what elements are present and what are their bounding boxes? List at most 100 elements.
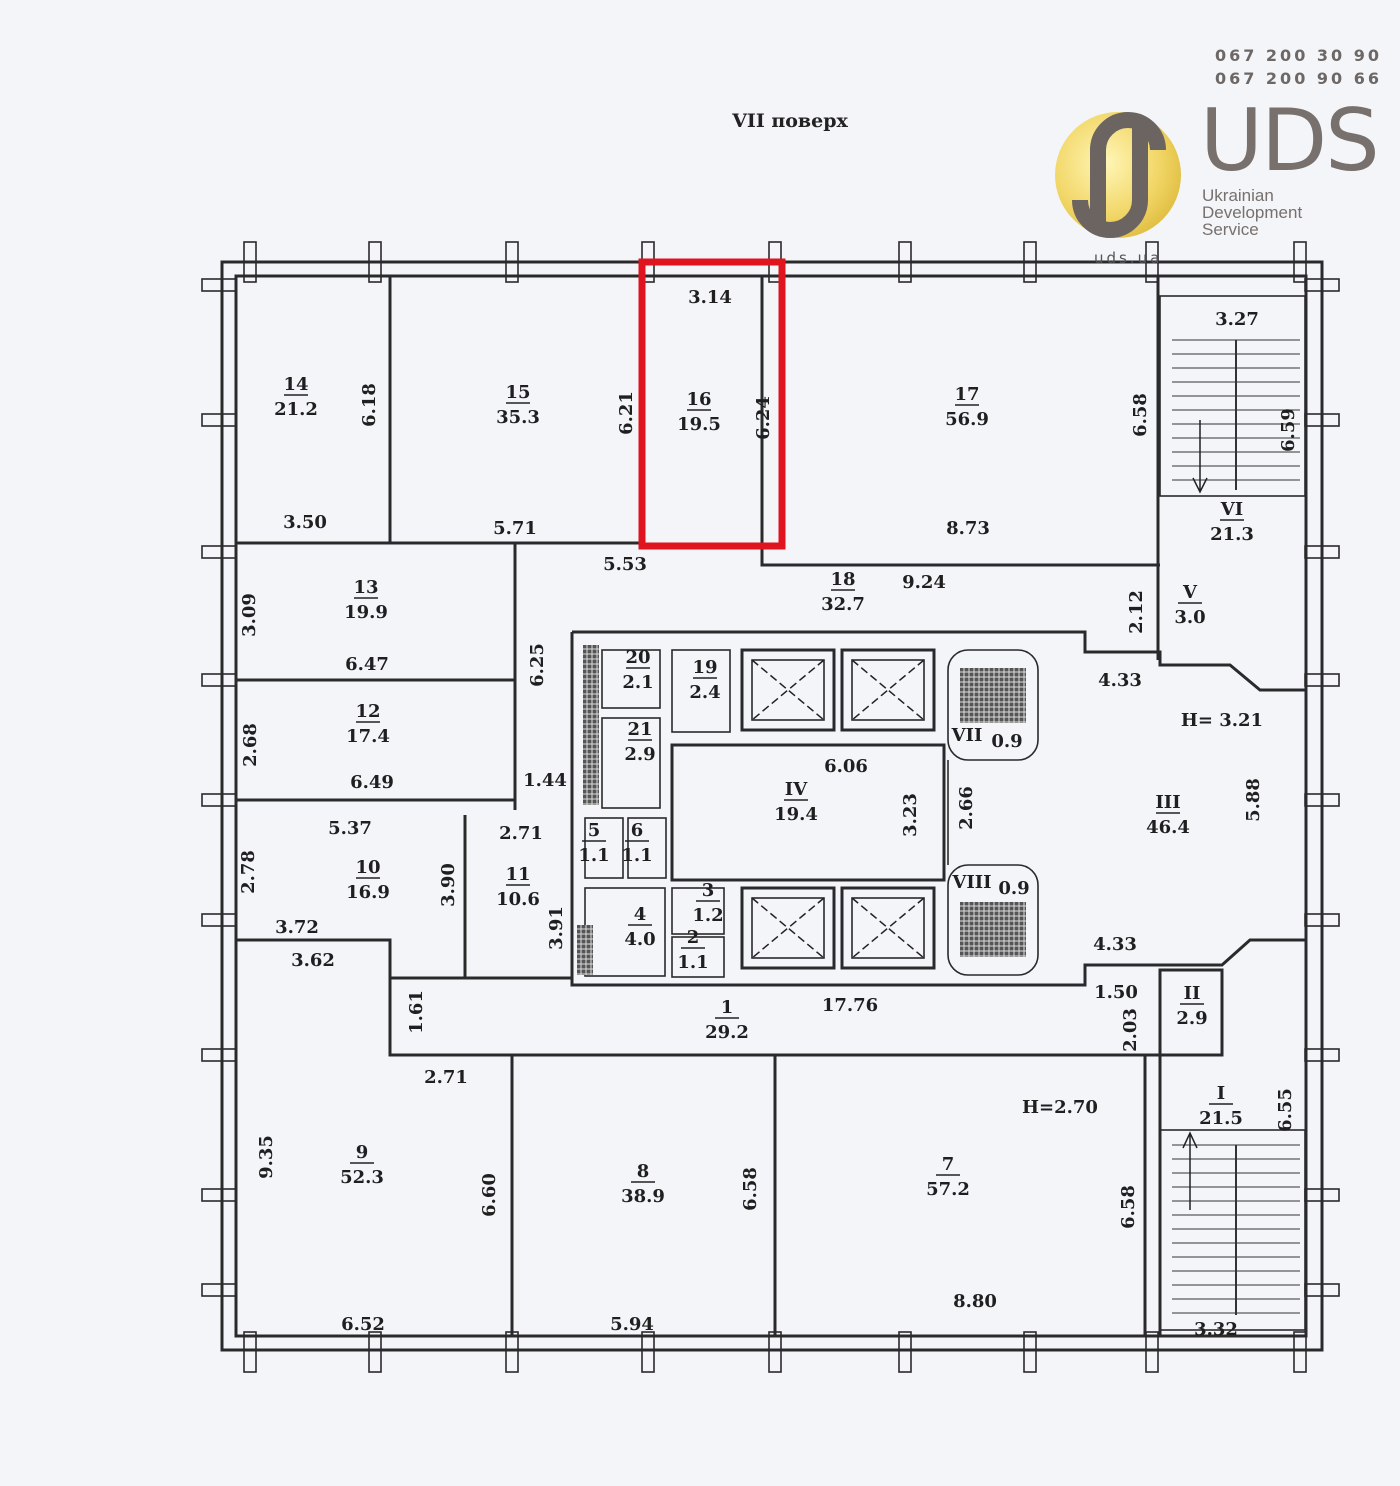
dimension-label: 5.88 xyxy=(1243,778,1264,822)
staircase-icon xyxy=(1172,1144,1300,1315)
dimension-label: 6.60 xyxy=(479,1173,500,1217)
room-area: 1.2 xyxy=(692,905,723,926)
dimension-label: 3.91 xyxy=(546,906,567,950)
ventilation-grid-icon xyxy=(960,668,1026,723)
floor-title: VII поверх xyxy=(731,110,848,132)
room-area: 4.0 xyxy=(624,929,655,950)
column xyxy=(201,413,237,427)
room-label: 952.3 xyxy=(340,1142,384,1188)
logo-name: UDS xyxy=(1200,91,1380,191)
column xyxy=(898,241,912,283)
dimension-label: 6.47 xyxy=(345,654,389,675)
dimension-label: 6.58 xyxy=(1130,393,1151,437)
dimension-label: H= 3.21 xyxy=(1181,710,1263,731)
room-area: 2.4 xyxy=(689,682,720,703)
column xyxy=(201,545,237,559)
column xyxy=(201,913,237,927)
phone-number-1: 067 200 30 90 xyxy=(1214,46,1382,65)
small-room-area: 0.9 xyxy=(991,731,1022,752)
dimension-label: 6.18 xyxy=(359,383,380,427)
column xyxy=(1304,1048,1340,1062)
room-label: 838.9 xyxy=(621,1161,665,1207)
room-label: 21.1 xyxy=(677,927,708,973)
room-label: 61.1 xyxy=(621,820,652,866)
room-number: VI xyxy=(1220,499,1243,520)
column xyxy=(201,1283,237,1297)
room-number: 11 xyxy=(505,864,530,885)
column xyxy=(201,278,237,292)
room-number: 15 xyxy=(505,382,530,403)
walls xyxy=(201,241,1340,1373)
room-number: V xyxy=(1182,582,1198,603)
column xyxy=(768,1331,782,1373)
logo-line-1: Ukrainian xyxy=(1202,186,1274,205)
room-number: 2 xyxy=(687,927,700,948)
room-number: 19 xyxy=(692,657,717,678)
room-area: 38.9 xyxy=(621,1186,665,1207)
small-room-number: VII xyxy=(951,725,983,746)
room-area: 57.2 xyxy=(926,1179,970,1200)
column xyxy=(1023,1331,1037,1373)
room-number: IV xyxy=(785,779,808,800)
column xyxy=(243,241,257,283)
elevator-shaft-icon xyxy=(840,648,936,732)
website: uds.ua xyxy=(1094,249,1163,267)
column xyxy=(243,1331,257,1373)
column xyxy=(1023,241,1037,283)
elevator-shaft-icon xyxy=(740,886,836,970)
room-number: 5 xyxy=(588,820,601,841)
column xyxy=(201,1188,237,1202)
room-number: 10 xyxy=(355,857,380,878)
column xyxy=(1304,545,1340,559)
room-label: I 21.5 xyxy=(1199,1083,1243,1129)
column xyxy=(368,1331,382,1373)
room-number: I xyxy=(1217,1083,1225,1104)
room-number: 6 xyxy=(631,820,644,841)
room-number: 8 xyxy=(637,1161,650,1182)
room-area: 56.9 xyxy=(945,409,989,430)
dimension-label: 3.50 xyxy=(283,512,327,533)
column xyxy=(505,241,519,283)
room-area: 19.9 xyxy=(344,602,388,623)
ventilation-grid-icon xyxy=(960,902,1026,957)
room-area: 21.5 xyxy=(1199,1108,1243,1129)
room-label: V3.0 xyxy=(1174,582,1205,628)
dimension-label: 2.12 xyxy=(1126,590,1147,634)
dimension-label: 9.35 xyxy=(256,1135,277,1179)
highlighted-room-16 xyxy=(638,258,786,550)
column xyxy=(368,241,382,283)
dimension-label: H=2.70 xyxy=(1022,1097,1098,1118)
room-area: 35.3 xyxy=(496,407,540,428)
dimension-label: 3.14 xyxy=(688,287,732,308)
small-room-area: 0.9 xyxy=(998,878,1029,899)
column xyxy=(201,1048,237,1062)
dimension-label: 6.21 xyxy=(616,391,637,435)
small-room-number: VIII xyxy=(951,872,991,893)
dimension-label: 3.27 xyxy=(1215,309,1259,330)
room-area: 46.4 xyxy=(1146,817,1190,838)
dimension-label: 6.24 xyxy=(753,396,774,440)
elevator-shaft-icon xyxy=(740,648,836,732)
room-label: II2.9 xyxy=(1176,983,1207,1029)
dimension-label: 2.78 xyxy=(238,850,259,894)
room-number: 14 xyxy=(283,374,308,395)
dimension-label: 6.52 xyxy=(341,1314,385,1335)
dimension-label: 4.33 xyxy=(1098,670,1142,691)
column xyxy=(1304,278,1340,292)
dimension-label: 3.09 xyxy=(239,593,260,637)
dimension-label: 3.32 xyxy=(1194,1319,1238,1340)
phone-number-2: 067 200 90 66 xyxy=(1214,69,1382,88)
stair-arrow-up-icon xyxy=(1182,1131,1198,1210)
dimension-label: 1.50 xyxy=(1094,982,1138,1003)
column xyxy=(1293,1331,1307,1373)
dimension-label: 6.58 xyxy=(1118,1185,1139,1229)
room-label: 129.2 xyxy=(705,997,749,1043)
column xyxy=(505,1331,519,1373)
